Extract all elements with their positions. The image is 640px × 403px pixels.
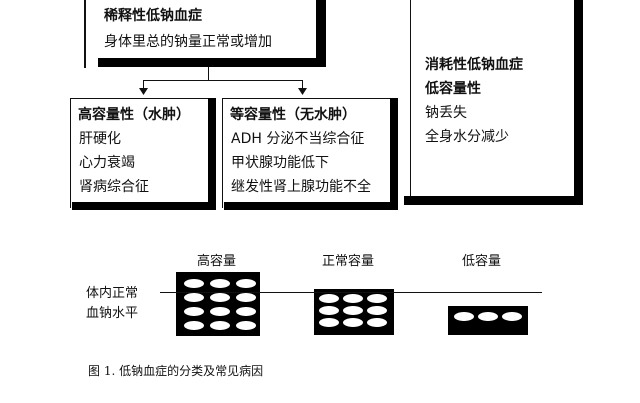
normal-level-label-line1: 体内正常 [86, 286, 139, 301]
label-low-volume: 低容量 [462, 254, 502, 269]
figure-caption: 图 1. 低钠血症的分类及常见病因 [88, 364, 264, 378]
normal-sodium-reference-line [160, 292, 542, 293]
dep-box-bottom-shadow [404, 196, 583, 205]
normal-volume-oval [343, 306, 363, 315]
branch-stem [208, 67, 209, 81]
hyper-box-right-shadow [208, 98, 216, 210]
high-volume-oval [210, 279, 230, 288]
normal-volume-oval [319, 294, 339, 303]
hyper-box-bottom-shadow [72, 202, 216, 210]
high-volume-oval [184, 279, 204, 288]
branch-right-drop [302, 80, 303, 90]
dep-subtitle: 低容量性 [425, 81, 481, 97]
dilutional-title: 稀释性低钠血症 [104, 8, 202, 24]
high-volume-oval [184, 321, 204, 330]
normal-volume-oval [367, 318, 387, 327]
normal-volume-oval [367, 306, 387, 315]
dilutional-box-bottom-shadow [98, 58, 326, 67]
eu-box-right-shadow [390, 98, 398, 210]
low-volume-oval [454, 312, 474, 321]
eu-item-1: ADH 分泌不当综合征 [231, 131, 365, 147]
eu-title: 等容量性（无水肿） [230, 107, 356, 123]
label-normal-volume: 正常容量 [322, 254, 375, 269]
hyper-item-2: 心力衰竭 [79, 155, 135, 171]
arrowhead-left-icon [139, 88, 148, 95]
normal-volume-oval [343, 294, 363, 303]
arrowhead-right-icon [298, 88, 307, 95]
eu-box-bottom-shadow [224, 202, 398, 210]
eu-box-top-border [222, 98, 398, 99]
normal-level-label-line2: 血钠水平 [86, 306, 139, 321]
eu-item-3: 继发性肾上腺功能不全 [231, 179, 371, 195]
high-volume-oval [210, 307, 230, 316]
normal-volume-oval [319, 318, 339, 327]
high-volume-oval [184, 307, 204, 316]
high-volume-oval [236, 307, 256, 316]
eu-box-left-border [222, 98, 223, 208]
dilutional-box-left-border [84, 0, 86, 68]
dep-item-1: 钠丢失 [425, 105, 467, 121]
high-volume-oval [236, 293, 256, 302]
hyper-box-top-border [70, 98, 216, 99]
low-volume-oval [502, 312, 522, 321]
eu-item-2: 甲状腺功能低下 [231, 155, 329, 171]
hyper-item-1: 肝硬化 [79, 131, 121, 147]
branch-left-drop [143, 80, 144, 90]
high-volume-oval [184, 293, 204, 302]
high-volume-oval [210, 293, 230, 302]
dep-item-2: 全身水分减少 [425, 129, 509, 145]
dep-box-right-shadow [574, 0, 583, 205]
dilutional-subtitle: 身体里总的钠量正常或增加 [104, 34, 272, 50]
high-volume-oval [236, 321, 256, 330]
normal-volume-oval [319, 306, 339, 315]
dilutional-box-right-shadow [316, 0, 326, 66]
hyper-title: 高容量性（水肿） [78, 107, 190, 123]
dep-title: 消耗性低钠血症 [425, 57, 523, 73]
hyper-box-left-border [70, 98, 71, 208]
dep-box-top-border [410, 0, 411, 200]
branch-bar [143, 80, 303, 81]
normal-volume-oval [343, 318, 363, 327]
hyper-item-3: 肾病综合征 [79, 179, 149, 195]
low-volume-oval [478, 312, 498, 321]
normal-volume-oval [367, 294, 387, 303]
high-volume-oval [236, 279, 256, 288]
label-high-volume: 高容量 [197, 254, 237, 269]
high-volume-oval [210, 321, 230, 330]
